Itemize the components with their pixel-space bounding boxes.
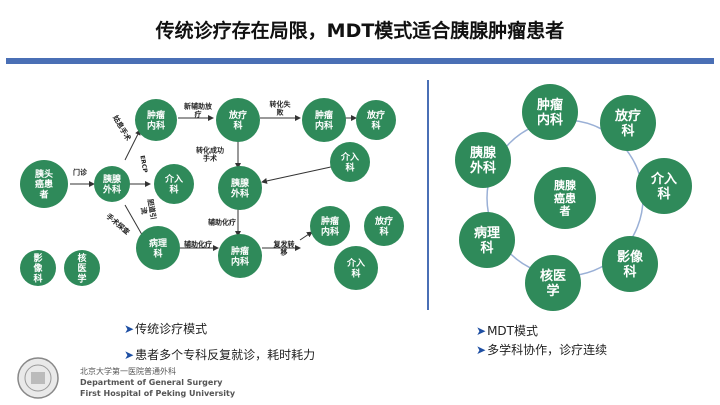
node-label: 影像科 [617,249,644,280]
node-radio1 [216,98,260,142]
node-label: 介入科 [164,173,183,195]
node-radio3 [364,206,404,246]
label-palliative: 姑息手术 [111,114,133,143]
label-conversion_success: 转化成功手术 [196,145,224,162]
node-label: ERCP [138,155,148,174]
node-intervention2 [154,164,194,204]
node-onco3 [310,206,350,246]
node-label: 转化成功手术 [196,145,224,162]
bullet-arrow-icon: ➤ [476,343,487,357]
node-label: 肿瘤内科 [231,245,249,267]
bullet-traditional: ➤传统诊疗模式 [124,320,207,337]
label-conversion: 转化失败 [270,99,292,116]
node-label: 胰腺外科 [230,177,250,199]
node-label: 胰腺外科 [102,173,122,195]
arrow-to-onco3 [299,231,313,241]
node-label: 胰腺癌患者 [553,178,577,217]
bullet-arrow-icon: ➤ [124,322,135,336]
bullet-text: 多学科协作，诊疗连续 [487,343,608,357]
bullet-text: 传统诊疗模式 [135,322,208,336]
node-nuclear [64,250,100,286]
bullet-text: MDT模式 [487,324,538,338]
node-label: 介入科 [346,257,365,279]
node-label: 核医学 [77,252,86,285]
footer-text: 北京大学第一医院普通外科 Department of General Surge… [80,366,235,399]
node-label: 介入科 [340,151,359,173]
node-label: 手术探查 [104,212,132,238]
node-radio2 [356,100,396,140]
node-mdt-surgery [455,132,511,188]
label-biliary: 胆道引流 [138,197,159,222]
node-label: 放疗科 [374,215,393,237]
node-label: 病理科 [149,237,167,259]
node-mdt-nuclear [525,255,581,311]
node-mdt-onco [522,84,578,140]
node-label: 胰头癌患者 [35,168,53,201]
node-label: 肿瘤内科 [315,109,333,131]
node-intervention1 [330,142,370,182]
node-label: 放疗科 [228,109,247,131]
node-label: 复发转移 [273,239,295,256]
node-surgery2 [218,166,262,210]
node-label: 核医学 [540,268,566,299]
footer-line-en2: First Hospital of Peking University [80,389,236,398]
footer-line-cn: 北京大学第一医院普通外科 [80,367,176,376]
node-label: 胰腺外科 [469,145,497,176]
node-pathology [136,226,180,270]
node-label: 放疗科 [614,108,641,139]
node-label: 肿瘤内科 [321,215,339,237]
label-adjuvant2: 辅助化疗 [184,239,212,248]
label-outpatient: 门诊 [73,167,88,176]
bullet-traditional-problem: ➤患者多个专科反复就诊，耗时耗力 [124,346,315,363]
university-seal-icon [17,357,59,399]
node-intervention3 [334,246,378,290]
node-mdt-radio [600,95,656,151]
bullet-text: 患者多个专科反复就诊，耗时耗力 [135,348,316,362]
node-label: 肿瘤内科 [147,109,165,131]
node-surgery_outpatient [94,166,130,202]
node-mdt-center [534,167,596,229]
node-mdt-interv [636,158,692,214]
label-adjuvant1: 辅助化疗 [208,217,236,226]
node-label: 介入科 [650,171,677,202]
node-label: 门诊 [73,167,88,176]
node-label: 辅助化疗 [184,239,212,248]
bullet-arrow-icon: ➤ [124,348,135,362]
node-patient [20,160,68,208]
traditional-nodes: 胰头癌患者胰腺外科肿瘤内科放疗科肿瘤内科放疗科介入科胰腺外科介入科肿瘤内科放疗科… [20,98,404,290]
bullet-mdt: ➤MDT模式 [476,322,538,339]
node-onco2 [302,98,346,142]
page-title: 传统诊疗存在局限，MDT模式适合胰腺肿瘤患者 [155,20,565,42]
node-label: 转化失败 [270,99,292,116]
node-label: 病理科 [474,225,500,256]
node-label: 姑息手术 [111,114,133,143]
arrow-surgery-onco1 [124,129,141,161]
label-neoadjuvant: 新辅助放疗 [184,101,213,118]
node-label: 辅助化疗 [208,217,236,226]
footer-line-en1: Department of General Surgery [80,378,223,387]
node-onco1 [135,99,177,141]
label-recurrence: 复发转移 [273,239,295,256]
node-label: 胆道引流 [138,197,159,222]
node-mdt-imaging [602,236,658,292]
arrow-interv1-surgery2 [261,164,341,184]
bullet-arrow-icon: ➤ [476,324,487,338]
node-imaging [20,250,56,286]
bullet-mdt-benefit: ➤多学科协作，诊疗连续 [476,341,607,358]
node-mdt-pathology [459,212,515,268]
node-label: 肿瘤内科 [537,97,563,128]
label-surgery: 手术探查 [104,212,132,238]
title-underline [6,58,714,64]
node-label: 放疗科 [366,109,385,131]
label-ercp: ERCP [138,155,148,174]
node-label: 影像科 [32,253,43,285]
node-onco4 [218,234,262,278]
node-label: 新辅助放疗 [184,101,213,118]
